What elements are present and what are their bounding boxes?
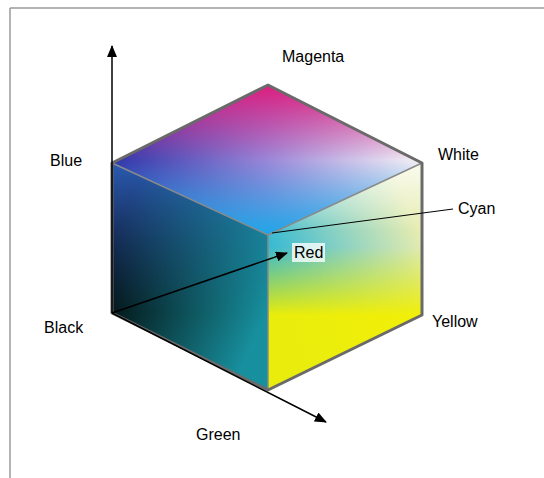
axes — [112, 46, 453, 422]
axis-label: White — [438, 145, 479, 164]
green-axis-arrow — [112, 313, 326, 422]
left-face — [112, 163, 268, 390]
axis-label: Cyan — [458, 199, 495, 218]
cube-edge — [112, 163, 268, 235]
red-axis-arrow — [112, 253, 287, 313]
left-face-shade — [112, 163, 268, 390]
axis-label: Red — [292, 243, 325, 262]
cube-outline — [112, 85, 422, 390]
right-face — [268, 163, 422, 390]
axis-label: Blue — [50, 151, 82, 170]
axis-label: Yellow — [432, 312, 478, 331]
right-face-shade — [268, 163, 422, 390]
cube-edge — [268, 163, 422, 235]
cube-edge — [267, 235, 269, 390]
axis-label: Black — [44, 318, 83, 337]
cube — [112, 85, 422, 390]
blue-axis-arrow — [111, 46, 113, 313]
axis-label: Green — [196, 425, 240, 444]
leader-line — [272, 209, 453, 233]
axis-label: Magenta — [282, 47, 344, 66]
frame — [10, 8, 544, 478]
